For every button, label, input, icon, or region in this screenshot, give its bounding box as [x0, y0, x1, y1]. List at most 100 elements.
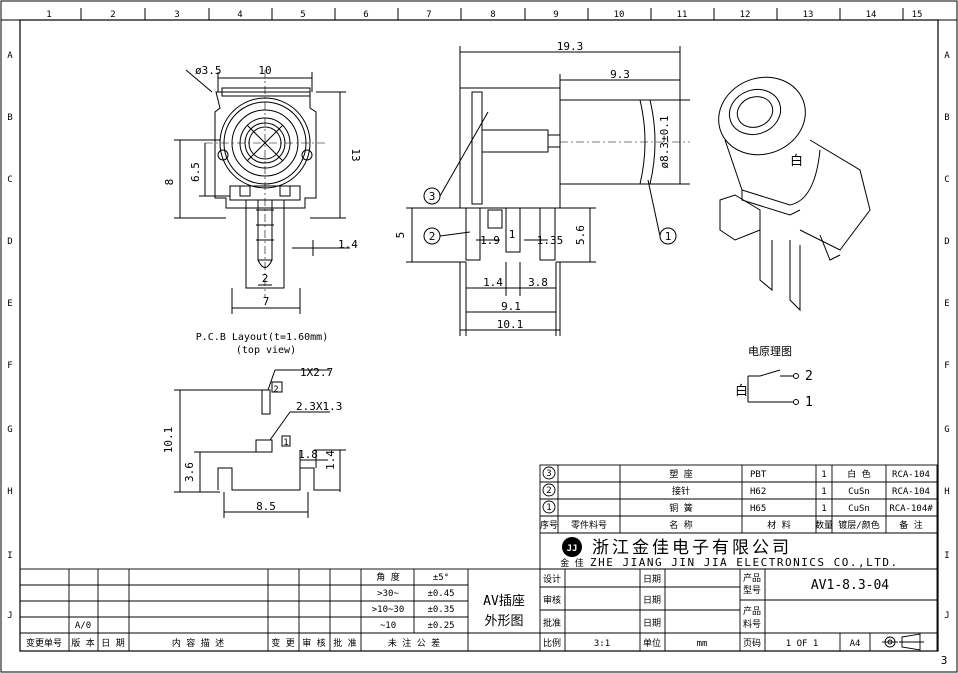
tol-value-2: ±0.35	[427, 605, 454, 615]
col-10: 10	[614, 10, 625, 20]
col-6: 6	[363, 10, 368, 20]
bom-no-3: 3	[546, 469, 551, 479]
callout-3: 3	[429, 190, 436, 203]
dim-5-6: 5.6	[574, 225, 587, 245]
schematic-title: 电原理图	[748, 345, 792, 358]
company-logo-sub: 金 佳	[560, 557, 583, 569]
label-date-1: 日期	[643, 574, 661, 585]
bom-no-2: 2	[546, 486, 551, 496]
label-product-code-1: 产品	[743, 605, 761, 617]
company-name-cn: 浙江金佳电子有限公司	[592, 538, 792, 558]
product-name-line-1: AV插座	[483, 594, 525, 609]
row-j-right: J	[944, 611, 949, 621]
col-14: 14	[866, 10, 877, 20]
bom-header-note: 备 注	[899, 519, 922, 531]
pcb-layout-captions: P.C.B Layout(t=1.60mm) (top view)	[196, 332, 328, 356]
footer-change-no: 变更单号	[26, 637, 62, 649]
schematic: 电原理图 白 2 1	[735, 345, 813, 410]
label-product-code-2: 料号	[743, 618, 761, 630]
row-a-left: A	[7, 51, 13, 61]
col-8: 8	[490, 10, 495, 20]
bom-header-name: 名 称	[669, 519, 692, 531]
tol-angle-value: ±5°	[433, 573, 449, 583]
row-b-left: B	[7, 113, 12, 123]
label-design: 设计	[543, 573, 561, 585]
bom-qty-3: 1	[821, 470, 826, 480]
label-product-model-2: 型号	[743, 585, 761, 596]
bom-header-no: 序号	[540, 519, 558, 531]
dim-9-1: 9.1	[501, 300, 521, 313]
col-5: 5	[300, 10, 305, 20]
footer-change: 变 更	[271, 637, 294, 649]
row-g-left: G	[7, 425, 12, 435]
page-value: 1 OF 1	[786, 639, 819, 649]
label-scale: 比例	[543, 637, 561, 649]
bom-material-1: H65	[750, 504, 766, 514]
col-12: 12	[740, 10, 751, 20]
footer-check: 审 核	[302, 637, 325, 649]
bom-finish-2: CuSn	[848, 487, 870, 497]
dim-9-3: 9.3	[610, 68, 630, 81]
col-11: 11	[677, 10, 688, 20]
dim-5: 5	[394, 232, 407, 239]
dim-8: 8	[163, 179, 176, 186]
pcb-dim-1-8: 1.8	[298, 448, 318, 461]
product-model-value: AV1-8.3-04	[811, 578, 889, 593]
col-1: 1	[46, 10, 51, 20]
pcb-slot-1x2-7: 1X2.7	[300, 366, 333, 379]
column-index: 1 2 3 4 5 6 7 8 9 10 11 12 13 14 15	[1, 8, 957, 21]
front-view	[174, 69, 350, 314]
row-j-left: J	[7, 611, 12, 621]
dim-10: 10	[258, 64, 271, 77]
tol-range-3: ~10	[380, 621, 396, 631]
side-view	[406, 46, 690, 336]
schematic-pin-1: 1	[805, 395, 813, 410]
dim-2: 2	[262, 272, 269, 285]
label-unit: 单位	[643, 637, 661, 649]
revision-version: A/0	[75, 621, 91, 631]
row-h-left: H	[7, 487, 12, 497]
bom-header-part-no: 零件料号	[571, 519, 607, 531]
schematic-label: 白	[735, 383, 748, 399]
pcb-dims: 1X2.7 2.3X1.3 2 1 10.1 3.6 1.8 1.4 8.5	[162, 366, 342, 513]
dim-1-9: 1.9	[480, 234, 500, 247]
col-13: 13	[803, 10, 814, 20]
col-7: 7	[426, 10, 431, 20]
bom-no-1: 1	[546, 503, 551, 513]
label-date-3: 日期	[643, 618, 661, 629]
footer-date: 日 期	[101, 638, 124, 649]
dim-1: 1	[509, 228, 516, 241]
pcb-subtitle: (top view)	[236, 345, 296, 356]
label-page: 页码	[743, 638, 761, 649]
label-check: 审核	[543, 594, 561, 606]
col-2: 2	[110, 10, 115, 20]
bom-name-2: 接针	[672, 485, 690, 497]
bom-header-finish: 镀层/颜色	[838, 519, 879, 531]
pcb-dim-10-1: 10.1	[162, 427, 175, 454]
bom-name-3: 塑 座	[669, 468, 692, 480]
row-f-left: F	[7, 361, 12, 371]
row-b-right: B	[944, 113, 949, 123]
bom-qty-1: 1	[821, 504, 826, 514]
label-product-model-1: 产品	[743, 572, 761, 584]
side-view-dims: 19.3 9.3 ø8.3±0.1 5 1.9 1 1.35 5.6 1.4 3…	[394, 40, 671, 331]
company-block: JJ 金 佳 浙江金佳电子有限公司 ZHE JIANG JIN JIA ELEC…	[539, 532, 938, 570]
unit-value: mm	[697, 639, 708, 649]
dim-13: 13	[349, 148, 362, 161]
size-value: A4	[850, 639, 861, 649]
bom-text: 3 塑 座 PBT 1 白 色 RCA-104 2 接针 H62 1 CuSn …	[540, 468, 933, 531]
bom-note-2: RCA-104	[892, 487, 930, 497]
col-9: 9	[553, 10, 558, 20]
bom-material-3: PBT	[750, 470, 767, 480]
row-index: A B C D E F G H I J A B C D E F G H I J …	[7, 51, 950, 667]
dim-1-4-front: 1.4	[338, 238, 358, 251]
tol-value-1: ±0.45	[427, 589, 454, 599]
dim-1-4-side: 1.4	[483, 276, 503, 289]
iso-color-label: 白	[790, 153, 803, 169]
row-d-left: D	[7, 237, 12, 247]
col-4: 4	[237, 10, 242, 20]
dim-3-8: 3.8	[528, 276, 548, 289]
dim-dia-3-5: ø3.5	[195, 64, 222, 77]
